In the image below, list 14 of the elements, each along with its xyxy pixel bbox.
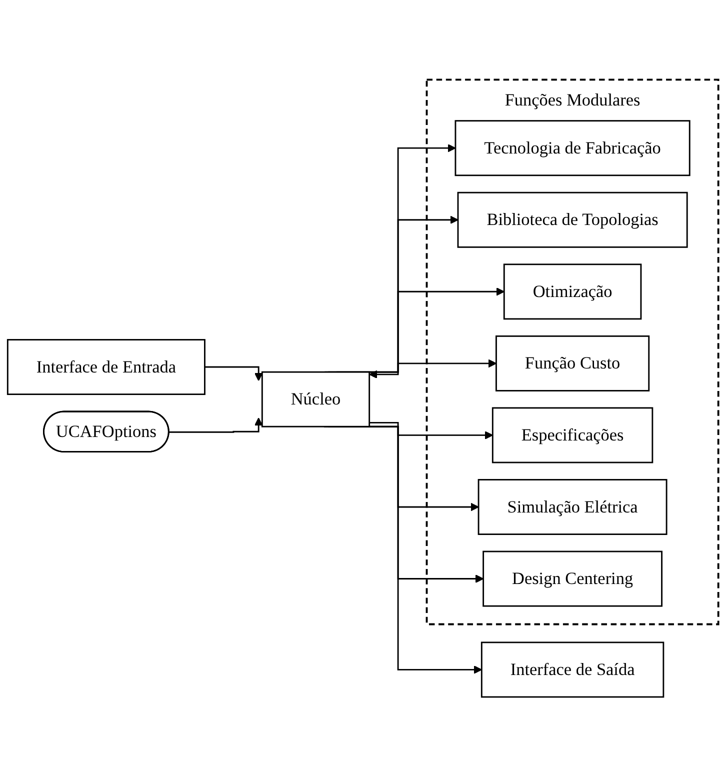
arrow <box>204 366 263 381</box>
node-box: Interface de Saída <box>480 641 664 698</box>
arrow <box>369 422 494 440</box>
node-box: Design Centering <box>482 550 662 606</box>
node-box: Tecnologia de Fabricação <box>454 120 690 176</box>
node-box: Interface de Entrada <box>6 338 206 395</box>
node-box: Núcleo <box>261 371 370 427</box>
node-box: Simulação Elétrica <box>478 478 668 535</box>
node-box: Biblioteca de Topologias <box>457 192 688 248</box>
node-box: Função Custo <box>496 335 650 392</box>
node-box: Especificações <box>492 406 654 463</box>
arrow <box>369 358 497 378</box>
node-box: Otimização <box>503 263 642 320</box>
arrow <box>169 417 263 432</box>
